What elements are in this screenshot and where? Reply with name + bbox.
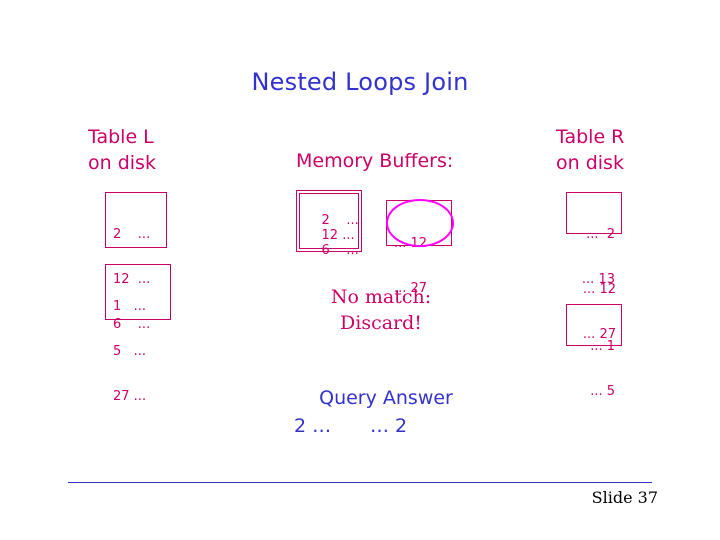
table-r-block-2-row-2: ... 27 bbox=[582, 327, 616, 342]
table-r-block-1-row-1: ... 2 bbox=[586, 227, 615, 242]
memory-buffer-left-row-1: 2 ... bbox=[321, 213, 359, 228]
table-l-block-2-row-3: 27 ... bbox=[113, 389, 147, 404]
table-r-block-3: ... 1 ... 5 bbox=[566, 304, 622, 399]
table-l-heading-line1: Table L bbox=[88, 126, 154, 148]
slide-number: Slide 37 bbox=[591, 488, 658, 507]
table-r-block-1-row-2: ... 13 bbox=[581, 272, 615, 287]
memory-buffer-right-row-2: ... 27 bbox=[394, 281, 428, 296]
query-answer-left-value: 2 … bbox=[294, 415, 332, 437]
query-answer-right-value: … 2 bbox=[370, 415, 408, 437]
table-r-block-3-row-2: ... 5 bbox=[590, 384, 615, 399]
memory-buffer-left: 2 ... 12 ... 6 ... bbox=[299, 193, 359, 258]
footer-divider bbox=[68, 482, 652, 483]
query-answer: Query Answer 2 … … 2 bbox=[256, 384, 516, 440]
no-match-status: No match: Discard! bbox=[286, 284, 476, 336]
table-l-block-2: 1 ... 5 ... 27 ... bbox=[105, 264, 171, 404]
table-r-block-3-row-1: ... 1 bbox=[590, 339, 615, 354]
query-answer-values: 2 … … 2 bbox=[256, 412, 516, 440]
memory-buffer-left-row-2: 12 ... bbox=[321, 228, 355, 243]
no-match-status-line1: No match: bbox=[330, 286, 432, 308]
highlight-ellipse-icon bbox=[386, 199, 454, 247]
table-l-block-1-row-3: 6 ... bbox=[113, 317, 151, 332]
memory-buffers-heading: Memory Buffers: bbox=[296, 150, 454, 172]
table-l-heading-line2: on disk bbox=[88, 152, 156, 174]
table-r-block-2-row-1: ... 12 bbox=[582, 282, 616, 297]
table-l-block-2-row-2: 5 ... bbox=[113, 344, 147, 359]
table-r-heading-line1: Table R bbox=[556, 126, 625, 148]
memory-buffer-left-row-3: 6 ... bbox=[321, 243, 359, 258]
table-l-heading: Table L on disk bbox=[88, 124, 156, 176]
table-r-block-2: ... 12 ... 27 bbox=[546, 248, 622, 342]
memory-buffer-left-outer-frame bbox=[296, 190, 362, 252]
table-r-block-1: ... 2 ... 13 bbox=[566, 192, 622, 287]
table-l-block-2-row-1: 1 ... bbox=[113, 299, 147, 314]
query-answer-title: Query Answer bbox=[319, 387, 453, 409]
table-l-block-1-row-1: 2 ... bbox=[113, 227, 151, 242]
table-r-heading: Table R on disk bbox=[556, 124, 624, 176]
page-title: Nested Loops Join bbox=[251, 68, 469, 96]
table-l-block-1: 2 ... 12 ... 6 ... bbox=[105, 192, 167, 332]
table-r-heading-line2: on disk bbox=[556, 152, 624, 174]
table-l-block-1-row-2: 12 ... bbox=[113, 272, 151, 287]
no-match-status-line2: Discard! bbox=[340, 312, 422, 334]
